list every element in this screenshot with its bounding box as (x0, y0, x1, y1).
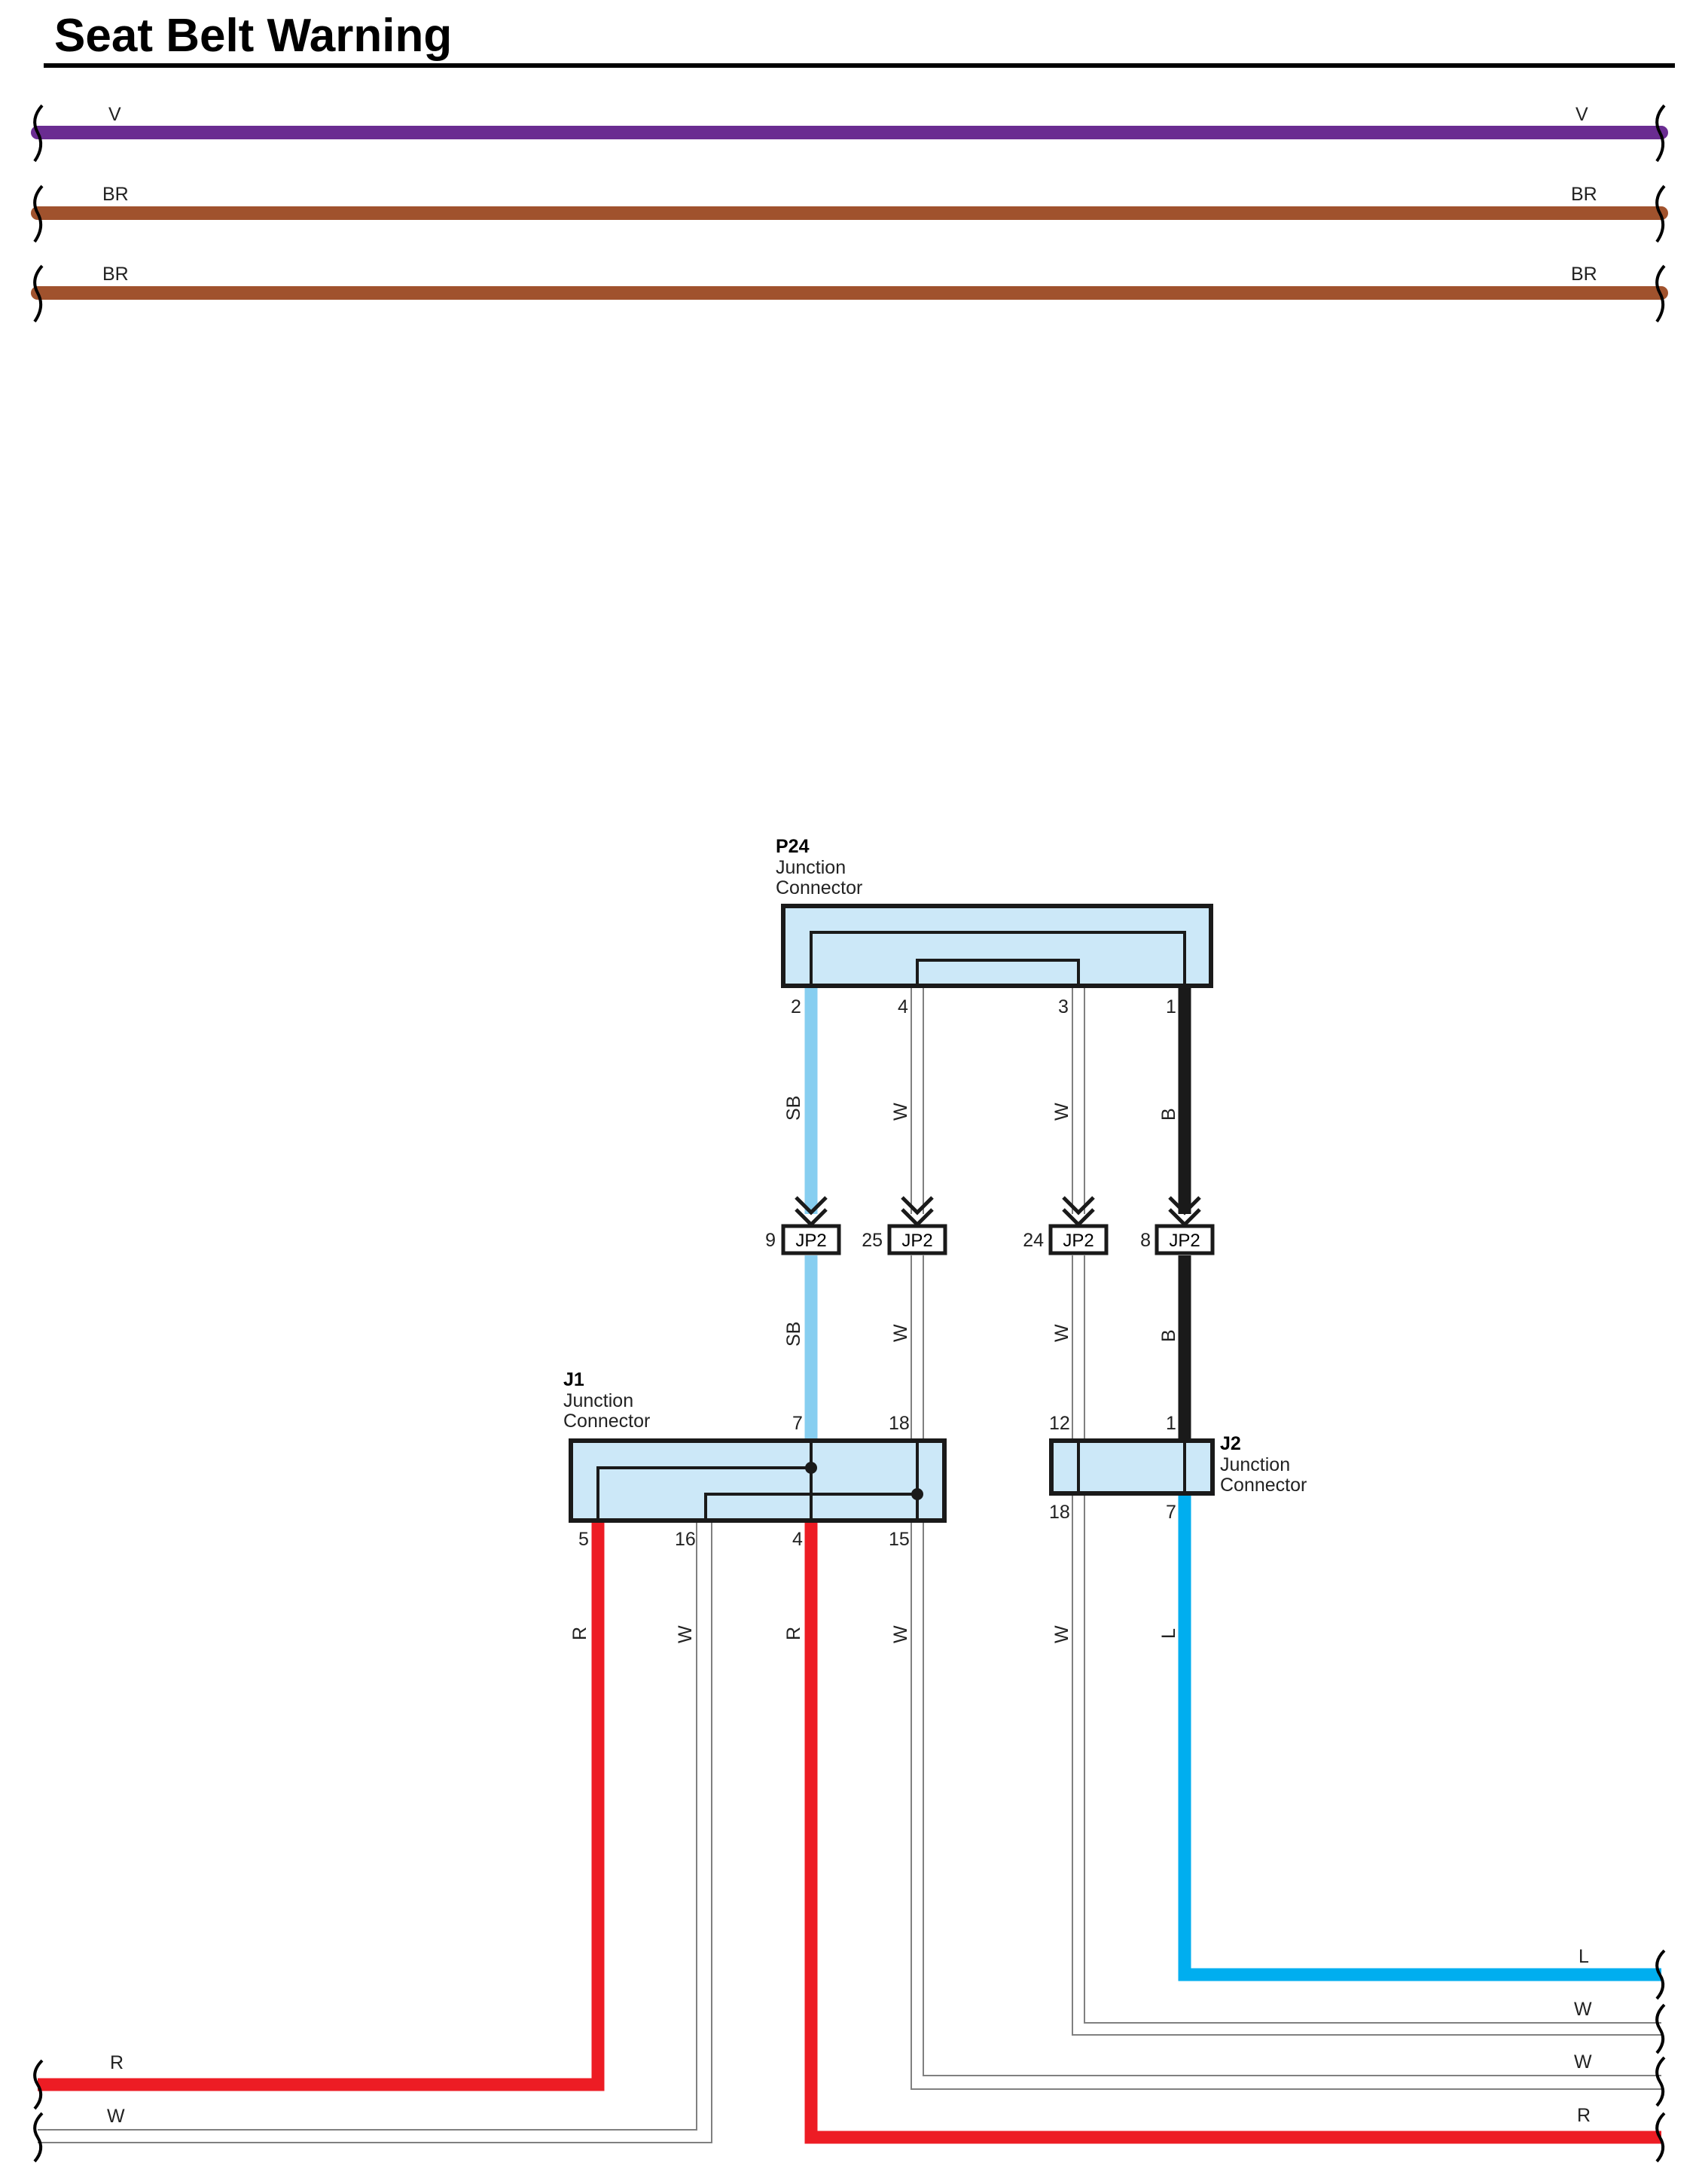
wire-label-r-left: R (569, 1627, 590, 1640)
j1-pin-18: 18 (889, 1413, 910, 1434)
wire-label-b-upper: B (1158, 1108, 1179, 1121)
jp2-1-pin: 9 (765, 1230, 776, 1251)
j1-pin-5: 5 (578, 1529, 589, 1550)
wire-label-w-upper-1: W (890, 1103, 911, 1121)
continuation-brackets-top (33, 104, 1666, 323)
j2-pin-1: 1 (1166, 1413, 1176, 1434)
jp2-2-label: JP2 (901, 1231, 932, 1251)
wire-label-b-lower: B (1158, 1329, 1179, 1342)
j2-pin-18: 18 (1049, 1502, 1070, 1523)
j2-pin-12: 12 (1049, 1413, 1070, 1434)
wire-label-w-lower-2: W (1051, 1324, 1072, 1342)
top-wire-3-label-left: BR (102, 264, 129, 285)
top-wire-2-label-right: BR (1571, 184, 1597, 205)
p24-name-line1: Junction (776, 857, 846, 878)
wire-label-sb-lower: SB (783, 1322, 804, 1347)
exit-label-left-w: W (107, 2106, 125, 2127)
wires-p24-to-jp2: SB W W B (783, 988, 1191, 1214)
jp2-4-pin: 8 (1140, 1230, 1151, 1251)
j2-connector: J2 Junction Connector 12 1 18 7 (1049, 1413, 1307, 1523)
exit-label-right-w2: W (1574, 2051, 1592, 2073)
j2-name-line1: Junction (1220, 1454, 1290, 1475)
wire-label-w-upper-2: W (1051, 1103, 1072, 1121)
wire-label-w-lower-1: W (890, 1324, 911, 1342)
title-underline (44, 63, 1675, 68)
top-wire-3: BR BR (31, 264, 1668, 300)
continuation-brackets-bottom (33, 1949, 1666, 2163)
j1-pin-15: 15 (889, 1529, 910, 1550)
exit-label-right-r: R (1577, 2105, 1591, 2126)
exit-labels: L W W R R W (107, 1946, 1592, 2127)
j1-name-line1: Junction (563, 1390, 633, 1411)
exit-label-right-w1: W (1574, 1999, 1592, 2020)
wires-below-j1: R W R W (38, 1523, 1661, 2144)
top-wire-3-label-right: BR (1571, 264, 1597, 285)
wire-label-l-j2: L (1158, 1628, 1179, 1639)
p24-name-line2: Connector (776, 877, 862, 898)
j1-id: J1 (563, 1369, 584, 1390)
chevron-connector-icons (795, 1196, 1201, 1228)
exit-label-right-l: L (1579, 1946, 1589, 1967)
wire-label-w-j2: W (1051, 1625, 1072, 1643)
jp2-3-label: JP2 (1063, 1231, 1094, 1251)
wires-below-j2: W L (1051, 1496, 1661, 2036)
page-title: Seat Belt Warning (54, 10, 452, 62)
top-wire-1: V V (31, 104, 1668, 139)
j1-pin-7: 7 (792, 1413, 803, 1434)
top-wire-2: BR BR (31, 184, 1668, 220)
j1-pin-4: 4 (792, 1529, 803, 1550)
p24-pin-2: 2 (791, 996, 801, 1017)
jp2-4-label: JP2 (1169, 1231, 1200, 1251)
p24-pin-3: 3 (1058, 996, 1069, 1017)
p24-pin-1: 1 (1166, 996, 1176, 1017)
jp2-connector-3: JP2 24 (1023, 1224, 1109, 1255)
j2-pin-7: 7 (1166, 1502, 1176, 1523)
jp2-connector-4: JP2 8 (1140, 1224, 1215, 1255)
j1-connector: J1 Junction Connector 7 18 5 16 4 15 (563, 1369, 947, 1550)
p24-pin-4: 4 (898, 996, 908, 1017)
top-wire-2-label-left: BR (102, 184, 129, 205)
jp2-2-pin: 25 (862, 1230, 883, 1251)
jp2-connector-2: JP2 25 (862, 1224, 947, 1255)
top-wire-1-label-left: V (108, 104, 121, 125)
exit-label-left-r: R (110, 2052, 124, 2073)
jp2-1-label: JP2 (795, 1231, 826, 1251)
wire-label-w-right: W (890, 1625, 911, 1643)
j1-pin-16: 16 (675, 1529, 696, 1550)
j2-name-line2: Connector (1220, 1475, 1307, 1496)
jp2-3-pin: 24 (1023, 1230, 1044, 1251)
top-wire-1-label-right: V (1575, 104, 1588, 125)
p24-id: P24 (776, 836, 810, 857)
p24-connector: P24 Junction Connector 2 4 3 1 (776, 836, 1213, 1017)
wire-label-sb-upper: SB (783, 1096, 804, 1121)
j1-name-line2: Connector (563, 1411, 650, 1432)
wires-jp2-to-junctions: SB W W B (783, 1255, 1191, 1439)
wire-label-r-right: R (783, 1627, 804, 1640)
wire-label-w-left: W (675, 1625, 696, 1643)
j2-id: J2 (1220, 1433, 1241, 1454)
jp2-connector-1: JP2 9 (765, 1224, 841, 1255)
